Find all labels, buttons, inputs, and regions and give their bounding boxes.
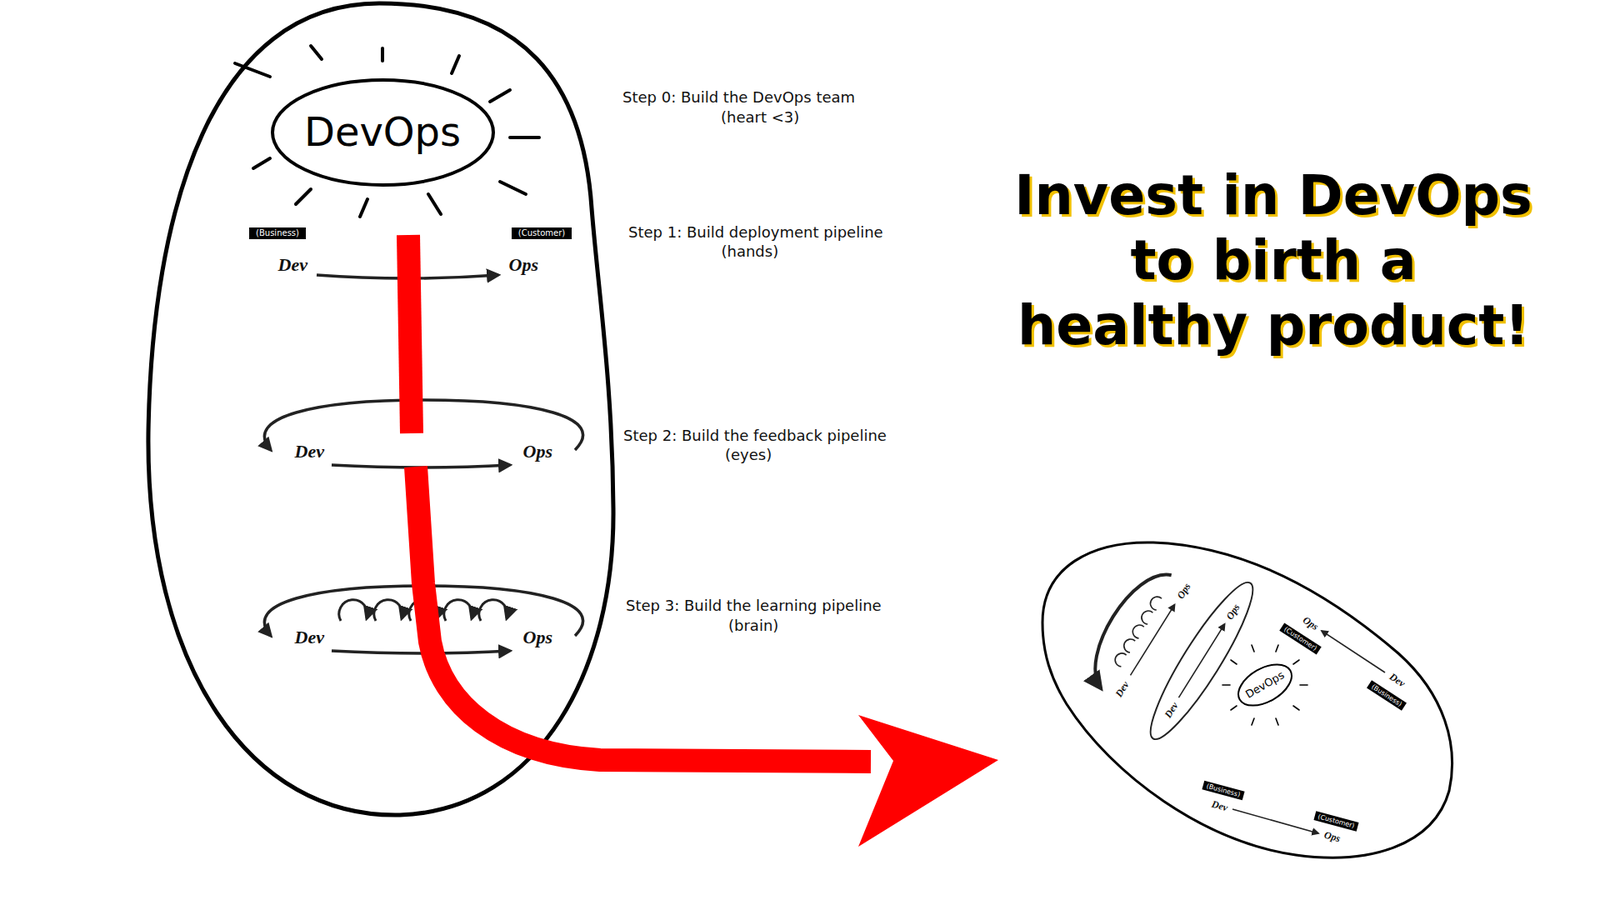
sun-rays [235, 45, 540, 217]
tag-text: (Business) [255, 228, 300, 239]
circle-outline-shape [1231, 655, 1300, 715]
tag-text: (Customer) [518, 228, 565, 239]
product-egg-outline [1042, 542, 1453, 858]
sun-ray [235, 63, 270, 77]
dev-label: Dev [278, 254, 308, 276]
step-label: Step 0: Build the DevOps team [622, 88, 855, 107]
spiral-loop [1112, 650, 1128, 668]
loop-ellipse [1137, 573, 1266, 749]
sun-ray [253, 158, 270, 169]
sun-ray [1300, 684, 1308, 686]
sun-ray [1251, 718, 1255, 725]
spiral-loop [1148, 594, 1164, 611]
sun-ray [1230, 705, 1237, 710]
spiral-loop [339, 600, 368, 621]
sun-ray [1293, 660, 1300, 665]
pipeline-arrow [1321, 630, 1385, 673]
ops-label: Ops [523, 626, 553, 649]
step-subtitle: (eyes) [725, 445, 772, 465]
spiral-loop [1139, 608, 1155, 625]
red-arrow-head [858, 715, 999, 847]
dev-label: Dev [1112, 679, 1131, 700]
dev-label: Dev [1161, 700, 1180, 720]
ops-label: Ops [1322, 829, 1341, 845]
sun-ray [310, 45, 322, 60]
step-subtitle: (heart <3) [720, 108, 800, 127]
spiral-loop [1121, 636, 1137, 654]
business-tag: (Business) [249, 227, 306, 240]
mini-feedback-loop [1137, 573, 1266, 749]
circle-outline-shape [272, 80, 494, 185]
sun-ray [428, 194, 441, 215]
step-subtitle: (brain) [728, 616, 779, 635]
sun-ray [500, 181, 526, 195]
sun-rays [1222, 645, 1308, 725]
dev-label: Dev [1386, 670, 1407, 690]
sun-ray [1275, 645, 1279, 652]
pipeline-arrow [1232, 809, 1319, 834]
sun-ray [1293, 705, 1300, 710]
sun-ray [360, 199, 368, 217]
sun-ray [510, 135, 540, 140]
ops-label: Ops [509, 254, 539, 276]
red-arrow-shaft [408, 235, 412, 434]
step-label: Step 2: Build the feedback pipeline [623, 426, 887, 445]
dev-label: Dev [295, 626, 325, 649]
step-label: Step 3: Build the learning pipeline [625, 596, 882, 615]
spiral-loop [444, 600, 473, 621]
ops-label: Ops [1223, 601, 1242, 622]
devops-heart-circle: DevOps [269, 76, 497, 189]
sun-ray [1222, 684, 1230, 686]
devops-heart-circle: DevOps [1229, 653, 1301, 716]
egg-outline [148, 3, 614, 815]
step-subtitle: (hands) [721, 242, 780, 261]
sun-ray [380, 48, 385, 61]
sun-ray [295, 189, 311, 205]
loop-arc [1077, 560, 1172, 689]
tag-text: (Customer) [1316, 812, 1355, 830]
sun-ray [490, 90, 510, 102]
ops-label: Ops [1300, 614, 1320, 634]
ops-label: Ops [523, 440, 553, 463]
customer-tag: (Customer) [1313, 810, 1359, 831]
dev-label: Dev [1210, 798, 1229, 815]
pipeline-arrow [1130, 605, 1175, 676]
sun-ray [1230, 660, 1237, 665]
headline: Invest in DevOps to birth a healthy prod… [1011, 163, 1535, 359]
sun-ray [1275, 718, 1279, 725]
sun-ray [451, 55, 460, 74]
spiral-loop [374, 600, 403, 621]
spiral-loop [1130, 622, 1145, 640]
customer-tag: (Customer) [511, 227, 572, 240]
pipeline-arrow [1178, 624, 1225, 698]
spiral-loop [479, 600, 508, 621]
node-title: DevOps [304, 109, 461, 155]
step-label: Step 1: Build deployment pipeline [628, 223, 884, 242]
ops-label: Ops [1174, 580, 1193, 601]
tag-text: (Business) [1205, 781, 1241, 799]
dev-label: Dev [295, 440, 325, 463]
business-tag: (Business) [1201, 780, 1245, 800]
sun-ray [1251, 645, 1255, 652]
